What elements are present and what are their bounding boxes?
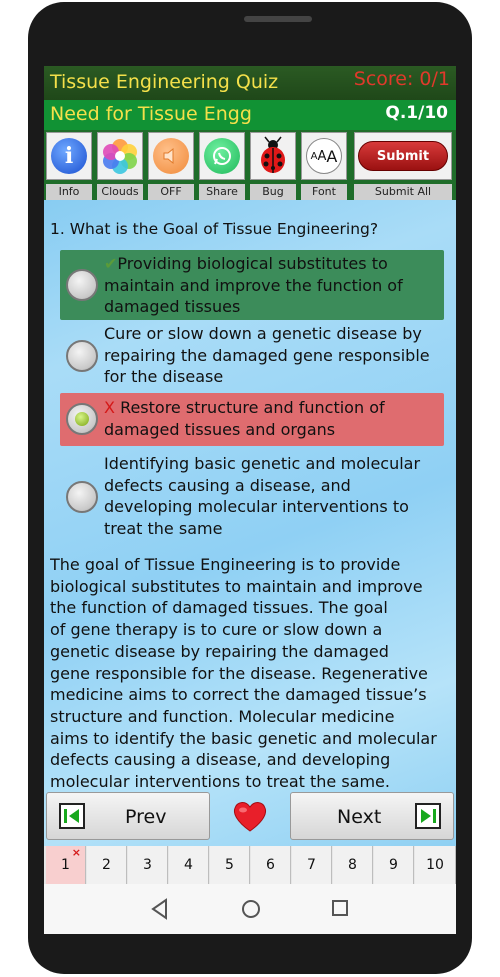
share-label: Share [199,184,245,200]
page-button-2[interactable]: 2 [87,846,127,884]
option-3-radio[interactable] [66,403,98,435]
option-2-text: Cure or slow down a genetic disease by r… [104,324,430,386]
selected-dot-icon [75,412,89,426]
ladybug-icon [261,136,285,173]
back-icon[interactable] [150,898,170,920]
score-label: Score: 0/1 [353,68,450,90]
next-arrow-icon [415,803,441,829]
system-navigation-bar [44,884,456,934]
chapter-title: Need for Tissue Engg [50,103,252,125]
option-2-radio[interactable] [66,340,98,372]
share-button[interactable] [199,132,245,180]
home-icon[interactable] [240,898,262,920]
correct-check-icon: ✔ [104,254,118,273]
next-button[interactable]: Next [290,792,454,840]
option-4[interactable]: Identifying basic genetic and molecular … [60,452,444,542]
wrong-x-icon: X [104,398,115,417]
navigation-row: Prev Next [44,790,456,846]
submit-all-label: Submit All [354,184,452,200]
sound-toggle-button[interactable] [148,132,194,180]
option-4-radio[interactable] [66,481,98,513]
whatsapp-icon [204,138,240,174]
page-button-5[interactable]: 5 [210,846,250,884]
clouds-button[interactable] [97,132,143,180]
speaker-icon [153,138,189,174]
prev-label: Prev [125,806,167,828]
favorite-button[interactable] [232,792,268,840]
page-button-6[interactable]: 6 [251,846,291,884]
page-button-1[interactable]: 1 × [46,846,86,884]
recents-icon[interactable] [330,898,350,918]
explanation-text: The goal of Tissue Engineering is to pro… [50,555,437,790]
info-label: Info [46,184,92,200]
page-button-10[interactable]: 10 [415,846,456,884]
question-pager: 1 × 2 3 4 5 6 7 8 9 10 [44,846,456,884]
page-button-9[interactable]: 9 [374,846,414,884]
clouds-icon [103,139,137,174]
page-button-3[interactable]: 3 [128,846,168,884]
clouds-label: Clouds [97,184,143,200]
bug-label: Bug [250,184,296,200]
info-button[interactable]: i [46,132,92,180]
prev-arrow-icon [59,803,85,829]
title-bar: Tissue Engineering Quiz Score: 0/1 [44,66,456,100]
option-2[interactable]: Cure or slow down a genetic disease by r… [60,322,444,390]
option-1-text: ✔Providing biological substitutes to mai… [104,254,403,316]
question-counter: Q.1/10 [385,103,448,123]
chapter-bar: Need for Tissue Engg Q.1/10 [44,100,456,130]
page-button-7[interactable]: 7 [292,846,332,884]
page-button-8[interactable]: 8 [333,846,373,884]
submit-button[interactable]: Submit [358,141,448,171]
earpiece-speaker [244,16,312,22]
option-3-text: X Restore structure and function of dama… [104,398,385,439]
heart-icon [233,802,267,832]
option-1-radio[interactable] [66,269,98,301]
submit-container: Submit [354,132,452,180]
option-3[interactable]: X Restore structure and function of dama… [60,393,444,446]
next-label: Next [337,806,382,828]
option-1[interactable]: ✔Providing biological substitutes to mai… [60,250,444,320]
question-text: 1. What is the Goal of Tissue Engineerin… [50,220,379,238]
bug-report-button[interactable] [250,132,296,180]
page-button-4[interactable]: 4 [169,846,209,884]
app-title: Tissue Engineering Quiz [50,71,279,93]
font-label: Font [301,184,347,200]
app-screen: Tissue Engineering Quiz Score: 0/1 Need … [44,66,456,934]
info-icon: i [51,138,87,174]
option-4-text: Identifying basic genetic and molecular … [104,454,421,538]
prev-button[interactable]: Prev [46,792,210,840]
sound-label: OFF [148,184,194,200]
answered-wrong-icon: × [71,846,81,859]
toolbar: i Info Clouds OFF [44,130,456,200]
